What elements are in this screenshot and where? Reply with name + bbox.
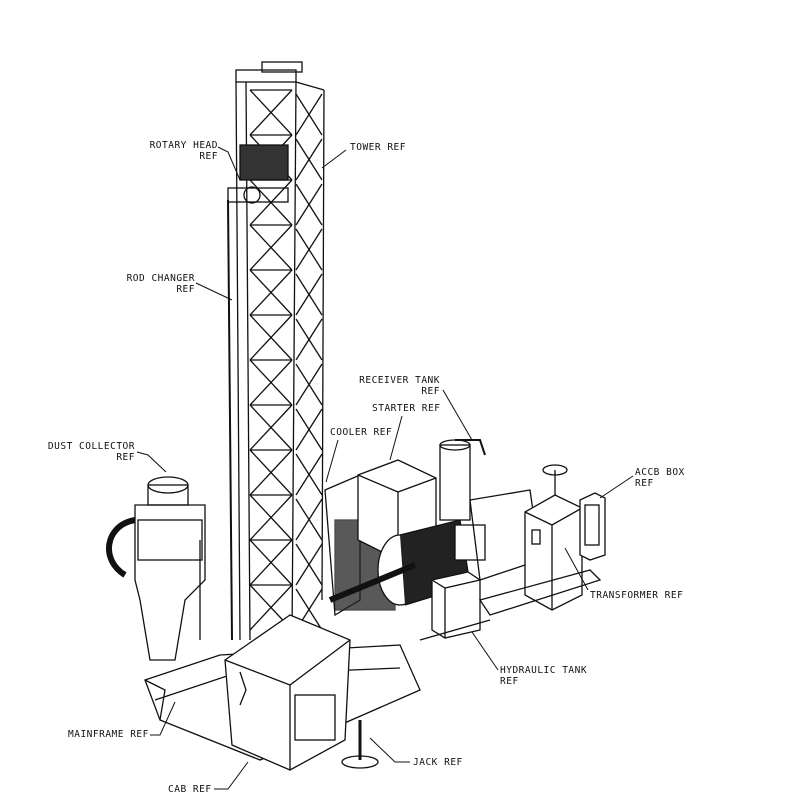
- label-text: REF: [635, 478, 654, 489]
- dust-collector: [106, 476, 206, 661]
- label-jack: JACK REF: [413, 757, 463, 768]
- label-text: MAINFRAME REF: [68, 729, 149, 740]
- label-text: REF: [116, 452, 135, 463]
- label-text: REF: [176, 284, 195, 295]
- label-text: CAB REF: [168, 784, 212, 795]
- label-text: REF: [199, 151, 218, 162]
- label-text: ACCB BOX: [635, 467, 685, 478]
- label-text: REF: [421, 386, 440, 397]
- lattice-brace: [249, 494, 293, 541]
- receiver-tank: [439, 439, 486, 521]
- label-starter: STARTER REF: [372, 403, 440, 414]
- label-cooler: COOLER REF: [330, 427, 392, 438]
- jack: [341, 720, 379, 769]
- lattice-brace: [295, 363, 323, 406]
- label-text: ROTARY HEAD: [149, 140, 218, 151]
- lattice-brace: [295, 273, 323, 316]
- lattice-brace: [295, 408, 323, 451]
- label-text: STARTER REF: [372, 403, 441, 414]
- tower-lattice: [249, 89, 323, 631]
- lattice-brace: [295, 138, 323, 181]
- lattice-brace: [249, 404, 293, 451]
- rotary-head: [227, 144, 289, 204]
- label-transformer: TRANSFORMER REF: [590, 590, 683, 601]
- lattice-brace: [295, 228, 323, 271]
- lattice-brace: [295, 498, 323, 541]
- lattice-brace: [249, 224, 293, 271]
- leader-lines: [136, 146, 634, 790]
- rear-frame: [419, 569, 602, 641]
- label-text: JACK REF: [413, 757, 463, 768]
- lattice-brace: [295, 453, 323, 496]
- lattice-brace: [249, 89, 293, 136]
- label-text: RECEIVER TANK: [359, 375, 440, 386]
- cab: [224, 614, 351, 771]
- lattice-brace: [249, 269, 293, 316]
- lattice-brace: [249, 584, 293, 631]
- label-cab: CAB REF: [168, 784, 212, 795]
- label-text: COOLER REF: [330, 427, 393, 438]
- label-mainframe: MAINFRAME REF: [68, 729, 149, 740]
- lattice-brace: [295, 93, 323, 136]
- accb-box: [579, 492, 606, 561]
- lattice-brace: [249, 359, 293, 406]
- lattice-brace: [249, 314, 293, 361]
- lattice-brace: [249, 449, 293, 496]
- label-text: TRANSFORMER REF: [590, 590, 684, 601]
- lattice-brace: [295, 318, 323, 361]
- lattice-brace: [295, 543, 323, 586]
- label-text: HYDRAULIC TANK: [500, 665, 588, 676]
- label-text: DUST COLLECTOR: [47, 441, 135, 452]
- hydraulic-tank: [431, 571, 481, 639]
- label-tower: TOWER REF: [350, 142, 406, 153]
- lattice-brace: [295, 183, 323, 226]
- lattice-brace: [249, 539, 293, 586]
- label-text: ROD CHANGER: [126, 273, 195, 284]
- label-text: REF: [500, 676, 519, 687]
- label-text: TOWER REF: [350, 142, 406, 153]
